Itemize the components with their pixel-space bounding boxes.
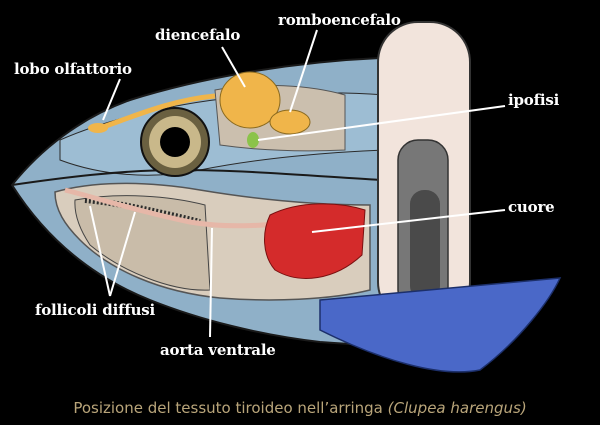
label-diencefalo: diencefalo	[155, 26, 241, 44]
olfactory-tract	[99, 93, 216, 131]
aorta-path	[64, 187, 301, 229]
label-ipofisi: ipofisi	[508, 91, 560, 109]
callout-lines	[89, 29, 506, 338]
eye-pupil	[160, 127, 190, 157]
caption: Posizione del tessuto tiroideo nell’arri…	[0, 399, 600, 417]
heart-shape	[264, 203, 366, 279]
label-lobo-olfattorio: lobo olfattorio	[14, 60, 132, 78]
pectoral-fin	[319, 277, 562, 373]
olfactory-bulb	[88, 123, 108, 133]
label-aorta-ventrale: aorta ventrale	[160, 341, 276, 359]
caption-text: Posizione del tessuto tiroideo nell’arri…	[73, 399, 383, 417]
diencephalon-shape	[219, 71, 281, 129]
operculum-core	[410, 190, 440, 300]
rhombencephalon-shape	[269, 109, 311, 135]
pituitary-shape	[247, 132, 259, 148]
label-follicoli-diffusi: follicoli diffusi	[35, 301, 156, 319]
caption-species: (Clupea harengus)	[387, 399, 527, 417]
label-cuore: cuore	[508, 198, 555, 216]
label-romboencefalo: romboencefalo	[278, 11, 401, 29]
